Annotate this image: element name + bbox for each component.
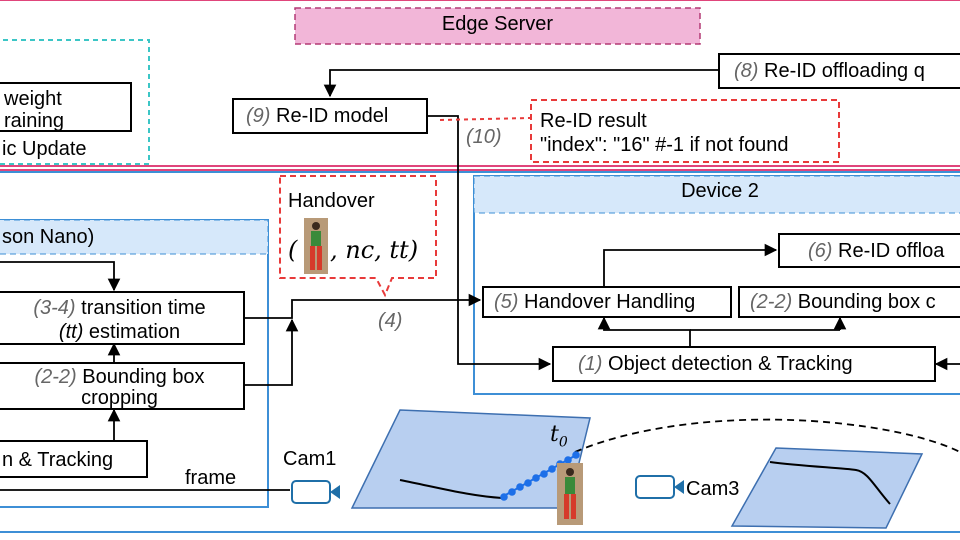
cam3-label: Cam3 [686,478,740,500]
edge-server-title-box [294,7,701,45]
offload-queue-box: (8) Re-ID offloading q [718,53,960,89]
object-detection-label: Object detection & Tracking [608,353,853,375]
edge-server-region [0,0,960,171]
track-point [540,470,548,478]
edge-queue-to-model [323,69,718,98]
reid-result-detail: "index": "16" #-1 if not found [540,134,789,156]
reid-result-title: Re-ID result [540,110,647,132]
handover-tuple-rest: , nc, tt) [330,236,419,264]
t0-label: t0 [550,422,568,451]
model-training-line1: weight [4,88,62,110]
device2-header [473,175,960,214]
transition-label: transition time [81,297,206,319]
cam3-view-plane [730,447,924,529]
model-training-box: weight raining [0,82,132,132]
offload-queue-num: (8) [734,60,759,82]
transition-time-box: (3-4) transition time (tt) estimation [0,291,245,345]
d1-crop-box: (2-2) Bounding box cropping [0,362,245,410]
person-thumbnail-scene [557,463,583,525]
frame-label: frame [185,467,237,489]
handover-handling-num: (5) [494,291,519,313]
transition-num: (3-4) [33,297,76,319]
track-point [564,456,572,464]
track-point [516,483,524,491]
edge-server-title: Edge Server [441,13,554,35]
transition-line2: estimation [83,321,181,343]
handover-title: Handover [288,190,375,212]
edge-detection-to-handover [597,316,691,346]
person-thumbnail-handover [304,218,328,274]
edge-d1-loop [0,261,121,292]
reid-model-box: (9) Re-ID model [232,98,428,134]
object-detection-num: (1) [578,353,603,375]
edge-label-10: (10) [466,126,502,148]
model-training-line2: raining [4,110,65,132]
d1-crop-label: Bounding box [82,366,205,388]
edge-transition-to-handover [245,293,482,319]
handover-handling-label: Handover Handling [524,291,696,313]
handover-tuple-open: ( [288,236,298,264]
edge-label-4: (4) [378,310,403,332]
track-point [524,479,532,487]
person-trajectory-cam3 [769,461,891,505]
person-trajectory-cam1 [399,479,503,499]
offload-queue-label: Re-ID offloading q [764,60,925,82]
d1-crop-num: (2-2) [34,366,77,388]
edge-model-to-result [439,117,531,121]
d2-crop-num: (2-2) [750,291,793,313]
reid-result-box [530,99,840,163]
device2-title: Device 2 [681,180,759,202]
reid-offload-num: (6) [808,240,833,262]
edge-model-to-detection [428,115,552,371]
reid-offload-label: Re-ID offloa [838,240,945,262]
d1-crop-line2: cropping [81,387,158,409]
device1-header [0,219,269,255]
outer-device-frame [0,171,960,533]
predicted-path-dashed [574,418,960,453]
d2-crop-label: Bounding box c [797,291,936,313]
track-point [508,488,516,496]
model-update-region [0,39,150,165]
model-update-label: ic Update [2,138,87,160]
cam3-camera-icon [635,475,684,499]
edge-crop-to-handover [245,318,299,386]
edge-handover-to-offload [603,243,778,286]
track-point [532,474,540,482]
cam1-label: Cam1 [283,448,337,470]
cam1-camera-icon [291,480,340,504]
track-point [572,451,580,459]
device1-title: son Nano) [2,226,95,248]
reid-offload-box: (6) Re-ID offloa [778,233,960,268]
reid-model-num: (9) [246,105,271,127]
object-detection-box: (1) Object detection & Tracking [552,346,936,382]
reid-model-label: Re-ID model [276,105,389,127]
handover-handling-box: (5) Handover Handling [482,286,732,318]
transition-tt: (tt) [58,321,84,343]
d1-tracking-box: n & Tracking [0,440,148,478]
track-point [500,493,508,501]
track-point [548,465,556,473]
d2-crop-box: (2-2) Bounding box c [738,286,960,318]
